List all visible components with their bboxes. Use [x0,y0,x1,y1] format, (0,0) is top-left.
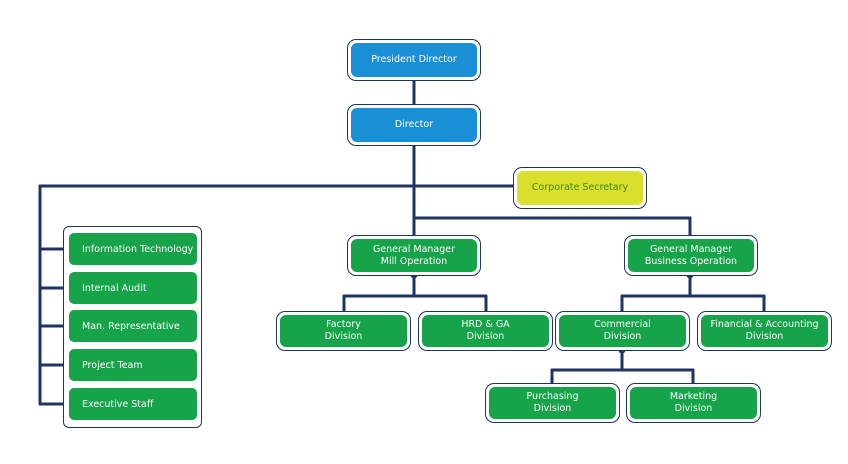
node-financial-accounting-division-label: Financial & Accounting Division [701,315,828,347]
node-hrd-ga-division-label: HRD & GA Division [422,315,549,347]
staff-item-label: Man. Representative [82,320,180,332]
staff-item-executive-staff: Executive Staff [69,388,197,420]
staff-item-label: Information Technology [82,243,194,255]
node-factory-division-label: Factory Division [280,315,407,347]
node-corporate-secretary-label: Corporate Secretary [517,171,643,205]
node-commercial-division-label: Commercial Division [559,315,686,347]
node-gm-mill-operation-label: General Manager Mill Operation [351,239,477,272]
node-president-director-label: President Director [351,43,477,77]
node-marketing-division-label: Marketing Division [630,387,757,419]
staff-item-label: Project Team [82,359,143,371]
node-gm-business-operation-label: General Manager Business Operation [628,239,754,272]
node-factory-division: Factory Division [276,311,411,351]
node-corporate-secretary: Corporate Secretary [513,167,647,209]
node-hrd-ga-division: HRD & GA Division [418,311,553,351]
node-gm-mill-operation: General Manager Mill Operation [347,235,481,276]
node-director-label: Director [351,108,477,142]
staff-item-label: Executive Staff [82,398,154,410]
staff-item-project-team: Project Team [69,349,197,381]
staff-item-label: Internal Audit [82,282,147,294]
node-marketing-division: Marketing Division [626,383,761,423]
node-commercial-division: Commercial Division [555,311,690,351]
node-director: Director [347,104,481,146]
staff-item-man-representative: Man. Representative [69,310,197,342]
node-financial-accounting-division: Financial & Accounting Division [697,311,832,351]
node-president-director: President Director [347,39,481,81]
staff-item-internal-audit: Internal Audit [69,272,197,304]
node-purchasing-division: Purchasing Division [485,383,620,423]
node-gm-business-operation: General Manager Business Operation [624,235,758,276]
staff-item-information-technology: Information Technology [69,233,197,265]
node-purchasing-division-label: Purchasing Division [489,387,616,419]
